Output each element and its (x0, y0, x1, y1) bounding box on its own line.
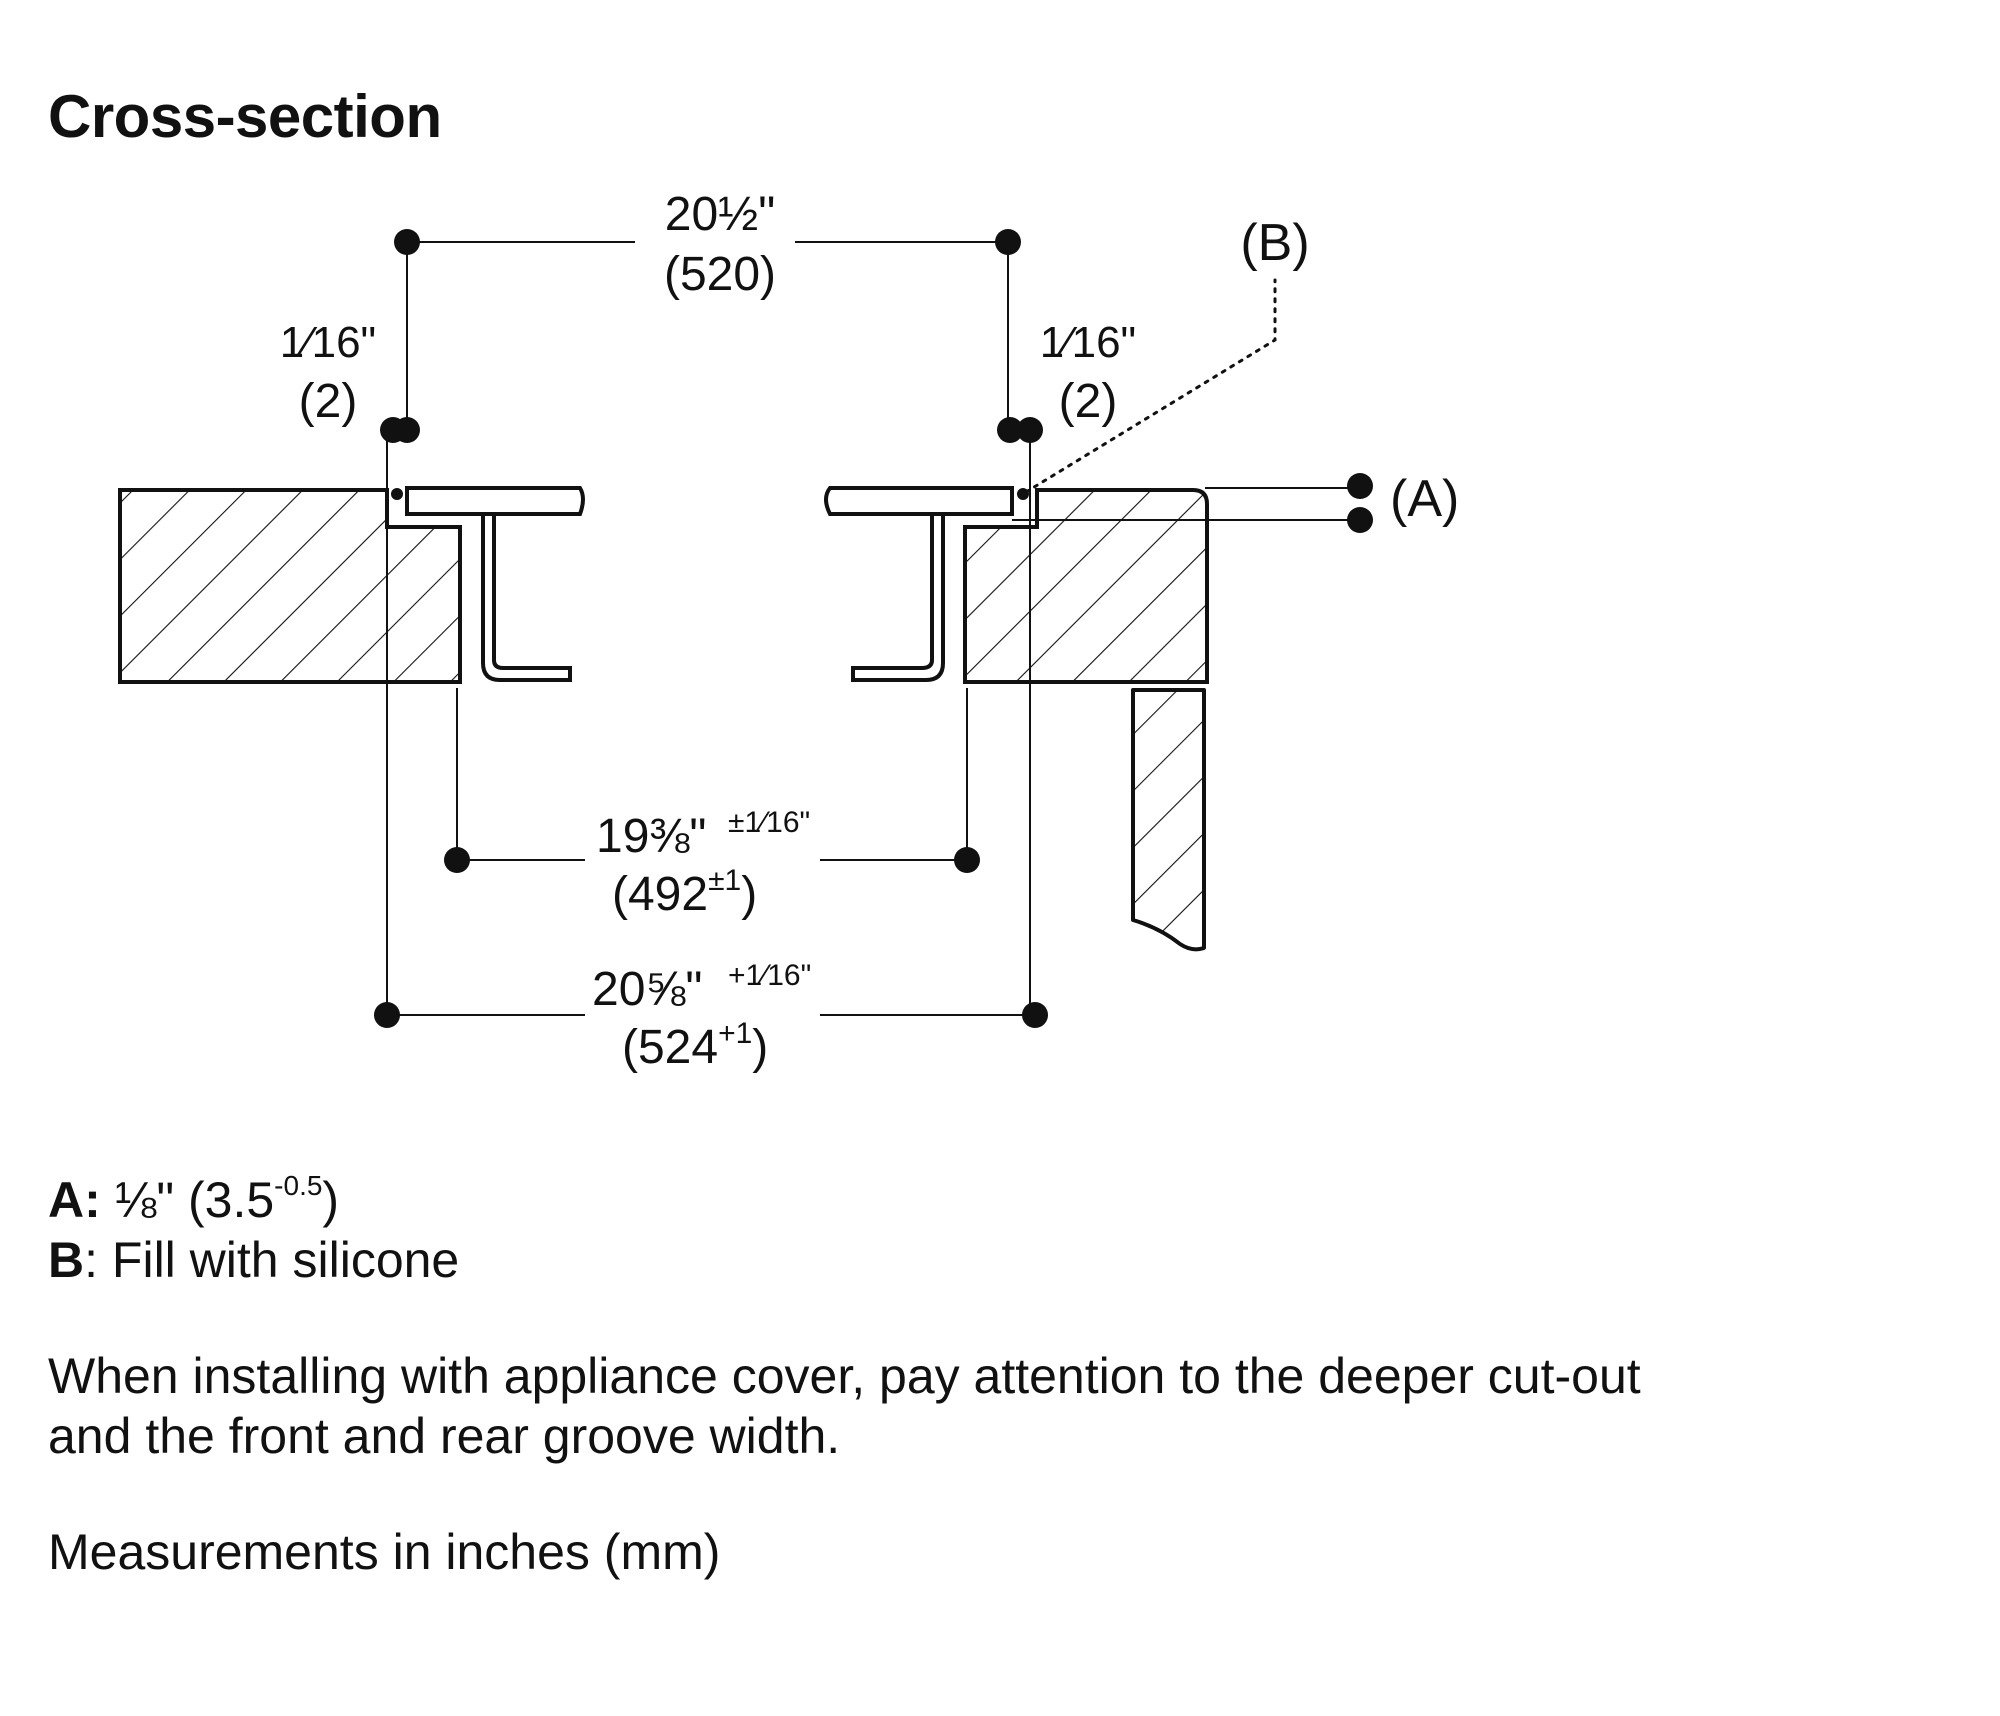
legend-b-key: B (48, 1232, 85, 1288)
left-silicone-dot (391, 488, 403, 500)
installation-note: When installing with appliance cover, pa… (48, 1346, 1641, 1466)
dimension-point (1347, 507, 1373, 533)
dimension-point (997, 417, 1023, 443)
dimension-point (954, 847, 980, 873)
top-width-label: 20½" (665, 188, 775, 241)
legend-a-tolerance: -0.5 (274, 1170, 323, 1201)
left-gap-label: 1⁄16" (280, 318, 376, 367)
callout-b-label: (B) (1240, 214, 1309, 272)
installation-note-line2: and the front and rear groove width. (48, 1408, 841, 1464)
dimension-point (1017, 417, 1043, 443)
left-gap-mm: (2) (299, 375, 358, 428)
inner-width-tolerance: ±1⁄16" (728, 806, 810, 839)
top-width-dimension (406, 241, 1009, 430)
legend-a: A: ⅛" (3.5-0.5) (48, 1170, 339, 1230)
cutout-width-mm: (524+1) (622, 1017, 768, 1074)
callout-a-label: (A) (1390, 470, 1459, 528)
cross-section-diagram: 20½" (520) 1⁄16" (2) 1⁄16" (2) (B) (A) 1… (118, 188, 1459, 1074)
dimension-point (444, 847, 470, 873)
inner-width-dimension (456, 688, 968, 861)
installation-note-line1: When installing with appliance cover, pa… (48, 1348, 1641, 1404)
legend-b-sep: : (84, 1232, 99, 1288)
inner-width-label: 19⅜" (596, 810, 706, 863)
left-appliance-edge (405, 486, 585, 682)
dimension-point (995, 229, 1021, 255)
callout-a-dimension (1012, 487, 1360, 521)
callout-b-leader (1024, 278, 1277, 494)
right-countertop (963, 488, 1209, 684)
legend-a-close: ) (322, 1172, 340, 1228)
units-note: Measurements in inches (mm) (48, 1524, 721, 1580)
cutout-width-label: 20⅝" (592, 963, 702, 1016)
dimension-point (374, 1002, 400, 1028)
left-countertop (118, 488, 462, 684)
dimension-point (1347, 473, 1373, 499)
cutout-width-tolerance: +1⁄16" (728, 959, 811, 992)
right-gap-mm: (2) (1059, 375, 1118, 428)
dimension-point (394, 229, 420, 255)
page-title: Cross-section (48, 83, 442, 150)
legend-a-value: ⅛" (3.5 (114, 1172, 275, 1228)
right-appliance-edge (824, 486, 1014, 682)
cutout-width-dimension (386, 440, 1031, 1016)
top-width-mm: (520) (664, 248, 776, 301)
legend-b-value: Fill with silicone (111, 1232, 460, 1288)
dimension-point (394, 417, 420, 443)
legend-a-key: A: (48, 1172, 101, 1228)
dimension-point (1022, 1002, 1048, 1028)
right-gap-label: 1⁄16" (1040, 318, 1136, 367)
inner-width-mm: (492±1) (612, 864, 757, 921)
cabinet-side-panel (1131, 688, 1206, 952)
legend-b: B: Fill with silicone (48, 1230, 459, 1290)
